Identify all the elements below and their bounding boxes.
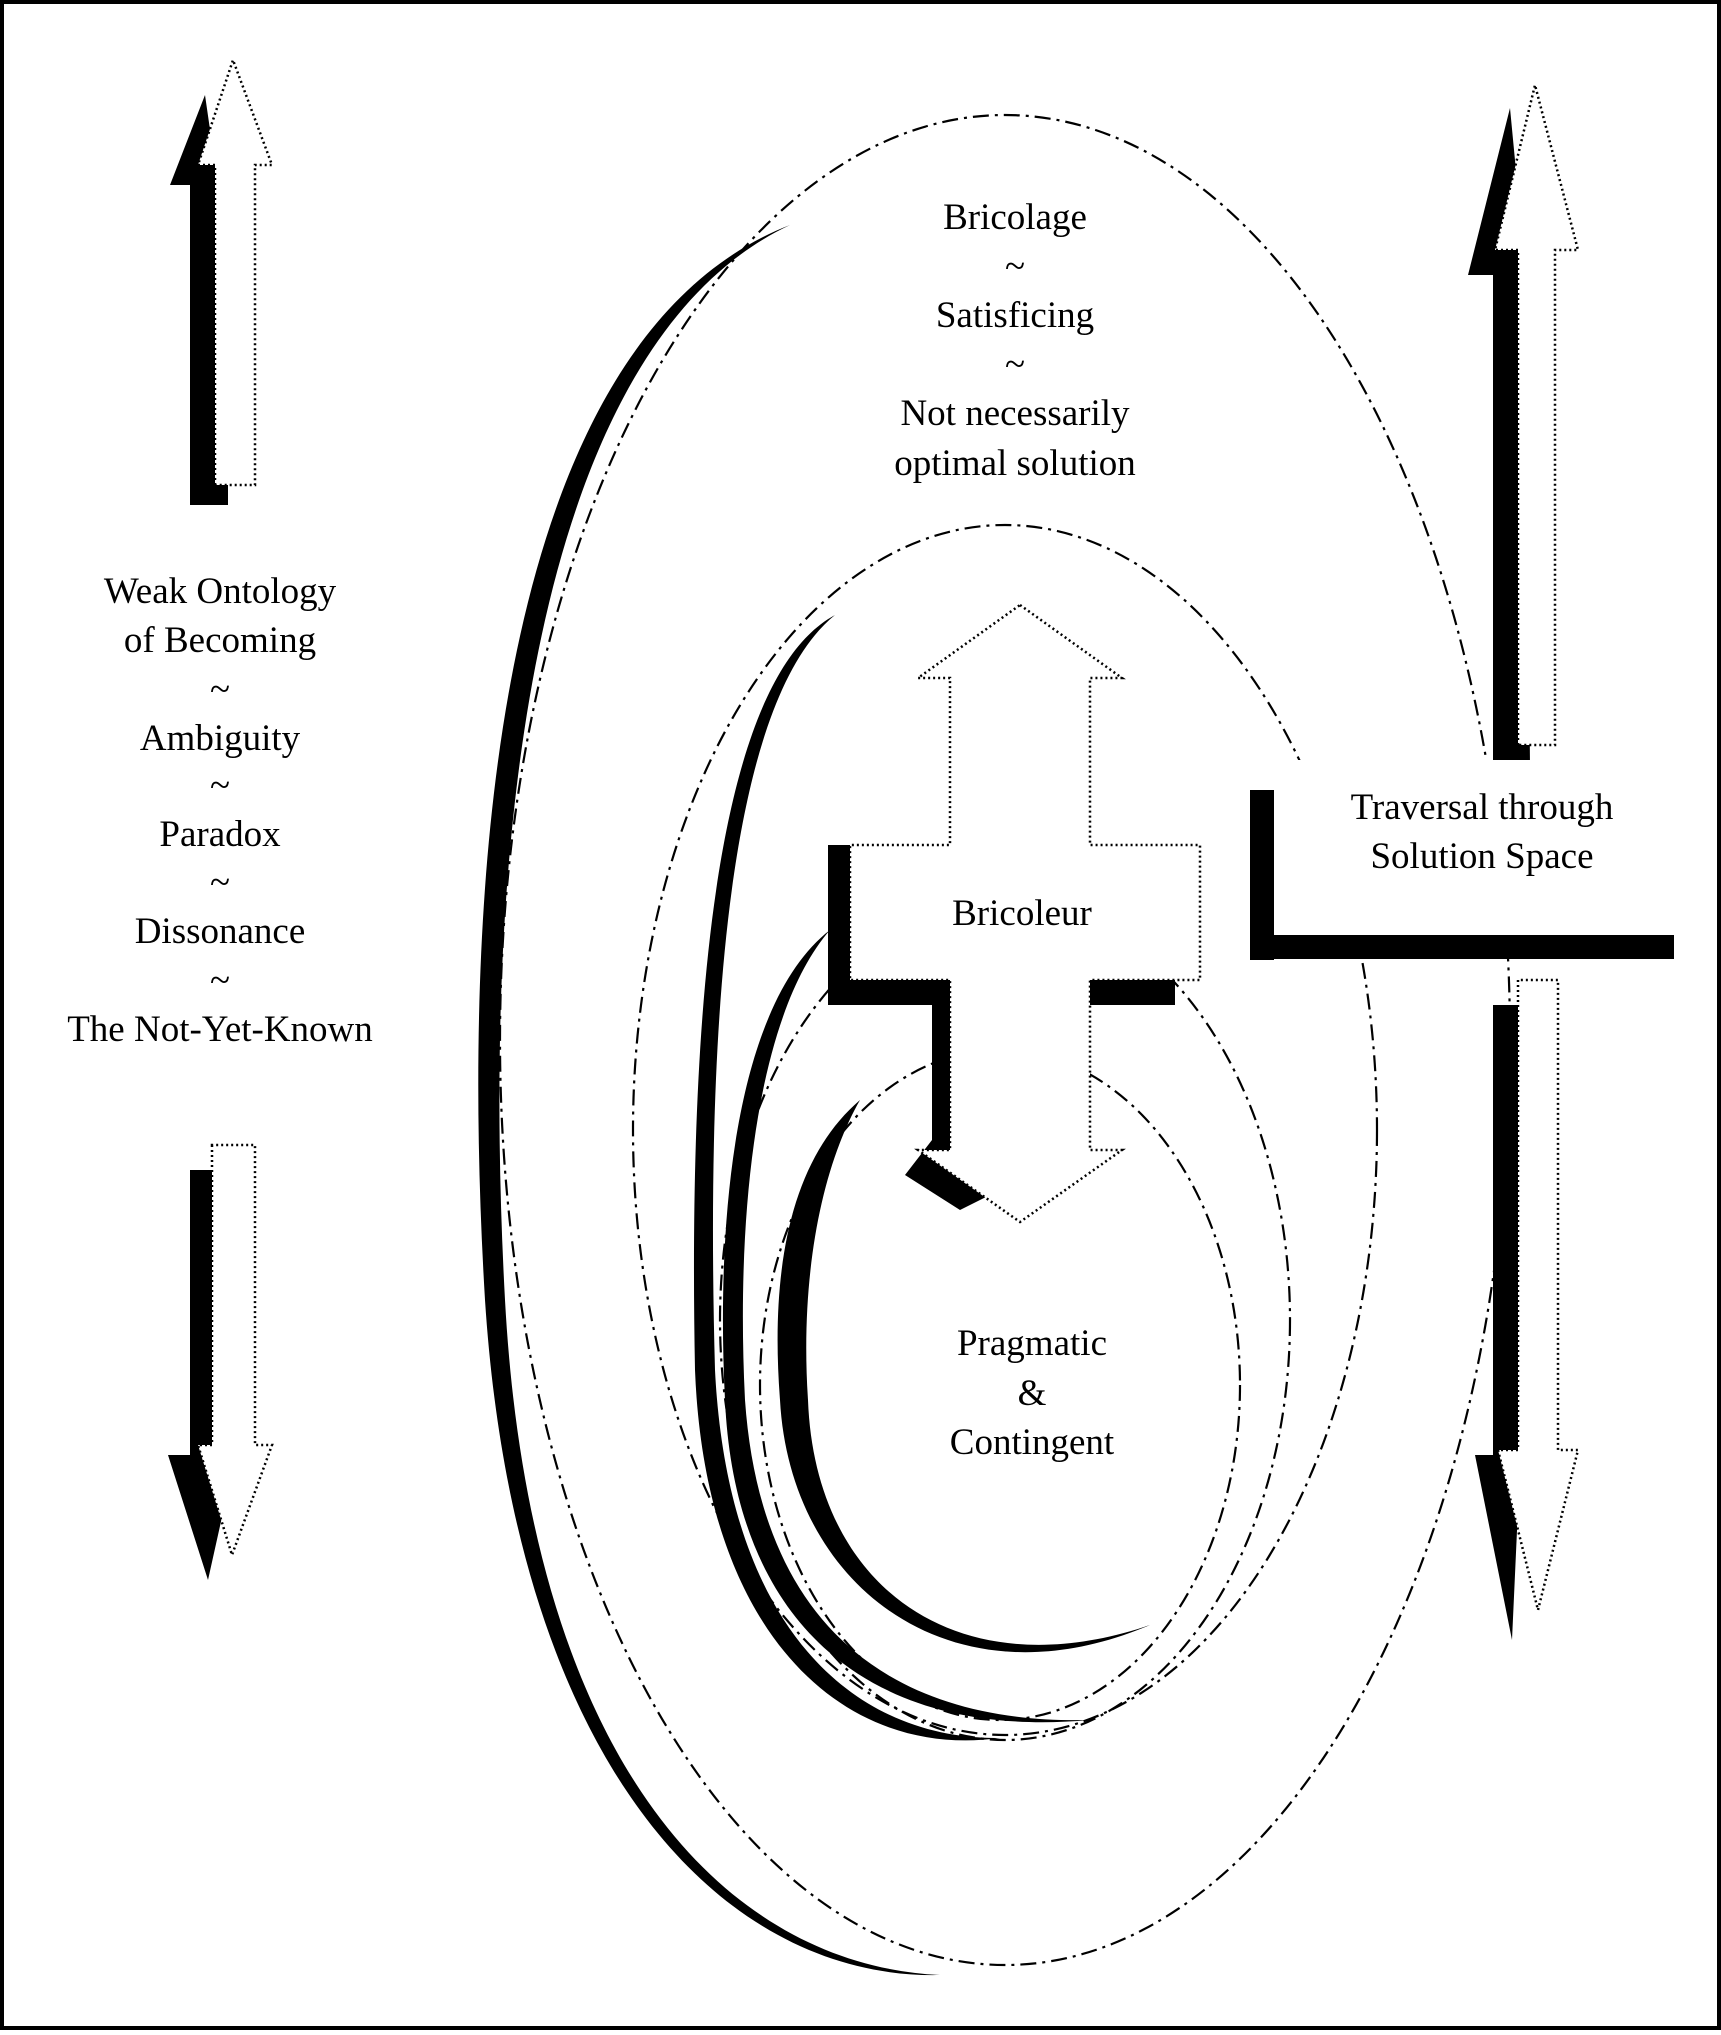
outer-ellipse [498,113,1512,1967]
inner-ellipse [758,1048,1242,1722]
bricoleur-cross [828,603,1202,1224]
inner-text-line: Contingent [950,1422,1115,1463]
top-text-line: ~ [1005,344,1025,385]
left-text-line: ~ [210,765,230,806]
top-text-line: ~ [1005,246,1025,287]
left-text-line: Ambiguity [140,718,301,759]
top-text-line: Bricolage [943,197,1087,238]
right-label-text: Traversal through Solution Space [1351,787,1614,877]
top-text-line: Not necessarily [900,393,1130,434]
left-text-line: Dissonance [135,911,306,952]
left-text-line: ~ [210,862,230,903]
right-up-arrow-shadow [1468,108,1530,765]
ellipse-group [498,113,1512,1967]
bricoleur-cross-body [848,603,1202,1224]
left-text-line: Paradox [159,814,281,855]
left-column-text: Weak Ontology of Becoming ~ Ambiguity ~ … [67,571,373,1050]
left-text-line: Weak Ontology [104,571,337,612]
inner-label-text: Pragmatic & Contingent [950,1323,1115,1463]
bricoleur-label: Bricoleur [952,893,1092,934]
traversal-box-shadow-horizontal [1250,935,1674,959]
traversal-box-body [1274,760,1674,935]
right-up-arrow-body [1493,84,1580,747]
top-text-line: Satisficing [936,295,1094,336]
right-text-line: Traversal through [1351,787,1614,828]
inner-text-line: Pragmatic [957,1323,1107,1364]
left-text-line: ~ [210,669,230,710]
traversal-box [1250,760,1674,960]
inner-text-line: & [1018,1373,1047,1414]
left-up-arrow-shadow [170,95,228,505]
left-up-arrow-body [196,56,274,487]
left-text-line: The Not-Yet-Known [67,1009,373,1050]
left-down-arrow [168,1143,274,1580]
right-up-arrow [1468,84,1580,765]
right-text-line: Solution Space [1370,836,1593,877]
right-down-arrow [1475,978,1580,1640]
left-down-arrow-body [196,1143,274,1559]
right-down-arrow-body [1496,978,1580,1611]
left-text-line: ~ [210,960,230,1001]
left-up-arrow [170,56,274,505]
top-text-line: optimal solution [894,443,1136,484]
traversal-box-shadow-vertical [1250,790,1274,960]
left-text-line: of Becoming [124,620,316,661]
second-ellipse [631,523,1379,1737]
top-label-text: Bricolage ~ Satisficing ~ Not necessaril… [894,197,1136,484]
